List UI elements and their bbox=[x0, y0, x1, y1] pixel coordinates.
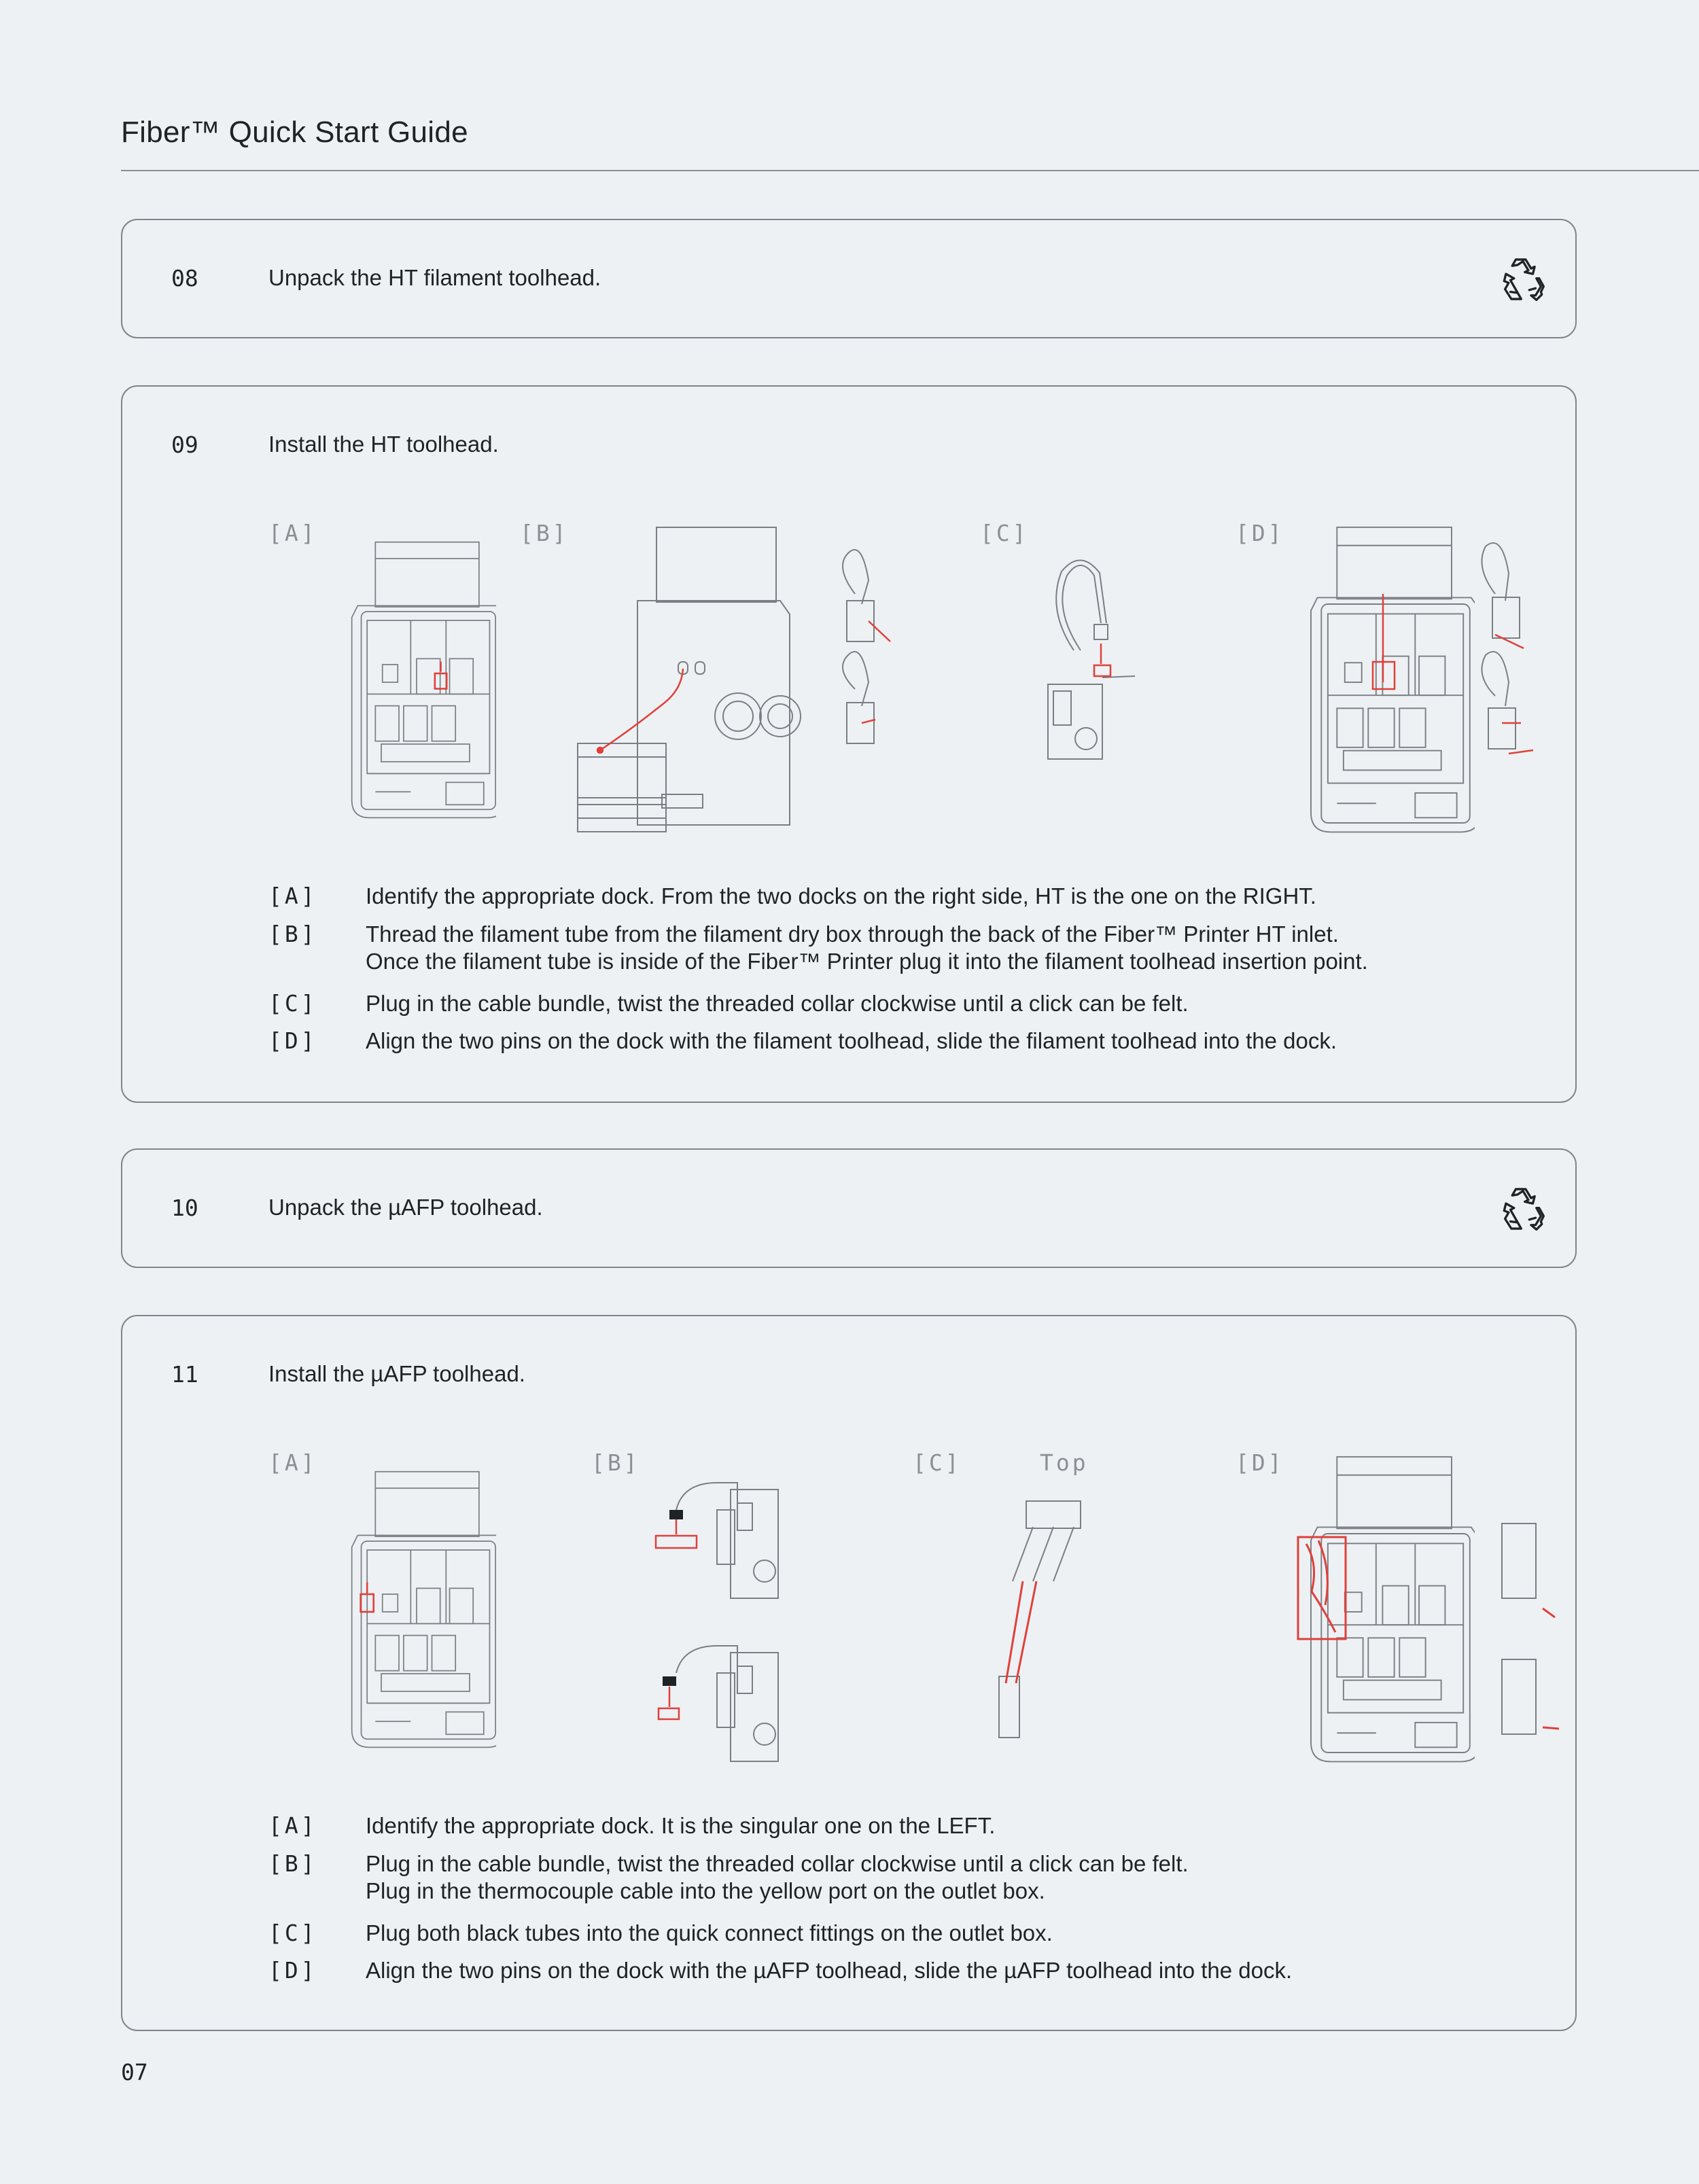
step-number: 10 bbox=[171, 1195, 198, 1221]
document-title: Fiber™ Quick Start Guide bbox=[121, 116, 468, 149]
step-10-card: 10 Unpack the µAFP toolhead. bbox=[121, 1148, 1577, 1268]
instruction-key: [D] bbox=[268, 1027, 317, 1054]
step-11-card: 11 Install the µAFP toolhead. [A] [B] [C… bbox=[121, 1315, 1577, 2031]
instruction-key: [D] bbox=[268, 1957, 317, 1984]
step-08-card: 08 Unpack the HT filament toolhead. bbox=[121, 219, 1577, 338]
step-number: 08 bbox=[171, 265, 198, 292]
instruction-key: [B] bbox=[268, 1850, 317, 1877]
figure-label-c: [C] bbox=[980, 520, 1029, 546]
step-instruction: Unpack the HT filament toolhead. bbox=[268, 265, 601, 290]
figure-label-c: [C] bbox=[913, 1449, 962, 1476]
instruction-text: Identify the appropriate dock. From the … bbox=[366, 883, 1316, 909]
figure-label-d: [D] bbox=[1236, 1449, 1284, 1476]
figure-label-b: [B] bbox=[591, 1449, 640, 1476]
figure-d-slide-uafp bbox=[1297, 1456, 1560, 1763]
figure-a-left-dock bbox=[351, 1470, 496, 1748]
figure-label-a: [A] bbox=[268, 520, 317, 546]
figure-b-cable-thermocouple bbox=[654, 1482, 779, 1762]
step-instruction: Install the µAFP toolhead. bbox=[268, 1361, 525, 1386]
figure-label-b: [B] bbox=[520, 520, 569, 546]
instruction-text: Plug both black tubes into the quick con… bbox=[366, 1920, 1053, 1945]
step-instruction: Install the HT toolhead. bbox=[268, 431, 499, 457]
recycle-icon bbox=[1501, 257, 1545, 302]
page-number: 07 bbox=[121, 2059, 148, 2085]
instruction-key: [A] bbox=[268, 1812, 317, 1839]
figure-label-a: [A] bbox=[268, 1449, 317, 1476]
instruction-text: Align the two pins on the dock with the … bbox=[366, 1028, 1337, 1053]
step-number: 11 bbox=[171, 1361, 198, 1388]
instruction-text: Thread the filament tube from the filame… bbox=[366, 921, 1368, 974]
step-09-card: 09 Install the HT toolhead. [A] [B] [C] … bbox=[121, 385, 1577, 1103]
step-instruction: Unpack the µAFP toolhead. bbox=[268, 1195, 543, 1220]
figure-c-black-tubes bbox=[998, 1500, 1081, 1738]
figure-d-slide-toolhead bbox=[1310, 526, 1534, 833]
instruction-text: Plug in the cable bundle, twist the thre… bbox=[366, 1851, 1189, 1903]
instruction-text: Align the two pins on the dock with the … bbox=[366, 1958, 1293, 1983]
figure-b-filament-tube bbox=[577, 527, 891, 832]
header-divider bbox=[121, 170, 1699, 171]
figure-label-d: [D] bbox=[1236, 520, 1284, 546]
recycle-icon bbox=[1501, 1186, 1545, 1231]
figure-a-printer-dock bbox=[351, 541, 496, 819]
step-number: 09 bbox=[171, 431, 198, 458]
instruction-text: Plug in the cable bundle, twist the thre… bbox=[366, 991, 1189, 1016]
instruction-key: [C] bbox=[268, 990, 317, 1017]
figure-label-top: Top bbox=[1040, 1449, 1089, 1476]
instruction-text: Identify the appropriate dock. It is the… bbox=[366, 1813, 996, 1838]
instruction-key: [A] bbox=[268, 883, 317, 909]
figure-c-cable-bundle bbox=[1047, 559, 1136, 760]
instruction-key: [C] bbox=[268, 1920, 317, 1946]
instruction-key: [B] bbox=[268, 921, 317, 947]
